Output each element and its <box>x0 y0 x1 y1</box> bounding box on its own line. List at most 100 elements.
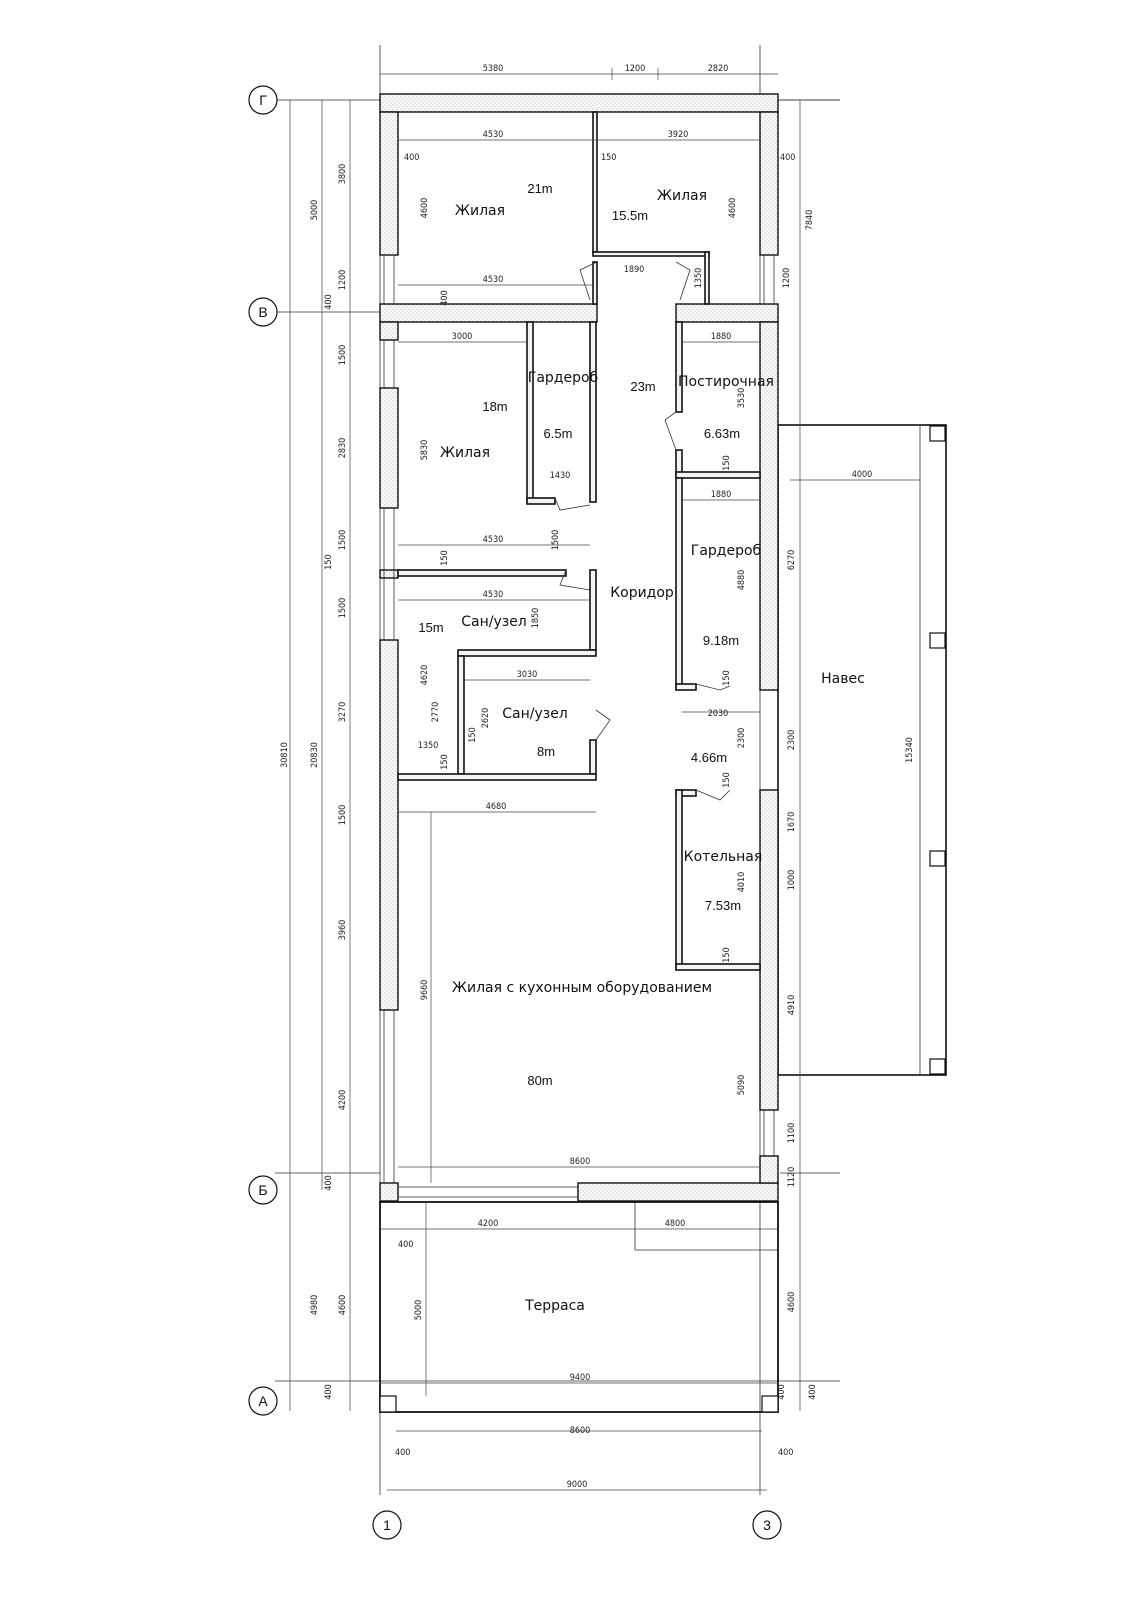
dim-150-a: 150 <box>601 153 616 163</box>
dim-left-5000: 5000 <box>310 200 320 221</box>
dim-left-1500-c: 1500 <box>338 598 348 619</box>
left-dimensions: 3800 5000 1200 400 1500 2830 1500 150 15… <box>280 100 351 1411</box>
dim-5090: 5090 <box>737 1075 747 1096</box>
dim-400-a: 400 <box>404 153 419 163</box>
dim-right-1100: 1100 <box>787 1123 797 1144</box>
dim-5830: 5830 <box>420 440 430 461</box>
dim-1880-b: 1880 <box>711 490 732 500</box>
dim-left-400-a: 400 <box>324 294 334 309</box>
dim-canopy-width: 4000 <box>852 470 873 480</box>
dim-150-g: 150 <box>722 772 732 787</box>
canopy-column <box>929 425 946 442</box>
dim-left-1500-a: 1500 <box>338 345 348 366</box>
dim-top-1200: 1200 <box>625 64 646 74</box>
room-living-1-area: 21m <box>527 181 552 196</box>
axis-marker-g: Г <box>248 85 278 115</box>
axis-marker-b: Б <box>248 1175 278 1205</box>
dim-1430: 1430 <box>550 471 571 481</box>
room-boiler-name: Котельная <box>684 849 763 865</box>
dim-9000: 9000 <box>567 1480 588 1490</box>
dim-left-1200: 1200 <box>338 270 348 291</box>
dim-left-150: 150 <box>324 554 334 569</box>
dim-5000: 5000 <box>414 1300 424 1321</box>
room-wardrobe-1-area: 6.5m <box>544 426 573 441</box>
room-boiler-area: 7.53m <box>705 898 741 913</box>
axis-label-3: 3 <box>763 1517 771 1533</box>
terrace-outline <box>379 1201 779 1413</box>
dim-right-1670: 1670 <box>787 812 797 833</box>
dim-right-1120: 1120 <box>787 1167 797 1188</box>
windows <box>383 255 775 1198</box>
dim-4880: 4880 <box>737 570 747 591</box>
room-living-3-name: Жилая <box>440 445 490 461</box>
dim-4620: 4620 <box>420 665 430 686</box>
canopy-column <box>929 632 946 649</box>
dim-150-d: 150 <box>722 670 732 685</box>
right-dimensions: 7840 1200 6270 2300 1670 1000 4910 1100 … <box>777 100 815 1411</box>
interior-walls <box>397 111 761 971</box>
dim-1500-in: 1500 <box>551 530 561 551</box>
room-wardrobe-2-name: Гардероб <box>691 543 761 559</box>
interior-dimensions: 3000 1880 3530 5830 1430 150 1880 4530 1… <box>398 332 760 1183</box>
room-wardrobe-2-area: 9.18m <box>703 633 739 648</box>
room-hall-area: 23m <box>630 379 655 394</box>
exterior-walls <box>379 93 779 1202</box>
dim-8600-b: 8600 <box>570 1426 591 1436</box>
dim-8600-a: 8600 <box>570 1157 591 1167</box>
dim-1850: 1850 <box>531 608 541 629</box>
dim-left-2830: 2830 <box>338 438 348 459</box>
dim-4680: 4680 <box>486 802 507 812</box>
dim-right-4910: 4910 <box>787 995 797 1016</box>
dim-150-e: 150 <box>468 727 478 742</box>
dim-right-6270: 6270 <box>787 550 797 571</box>
dim-1350: 1350 <box>694 268 704 289</box>
dim-left-3800: 3800 <box>338 164 348 185</box>
axis-marker-3: 3 <box>752 1510 782 1540</box>
dim-left-20830: 20830 <box>310 742 320 768</box>
dim-left-1500-d: 1500 <box>338 805 348 826</box>
room-bath-1-area: 15m <box>418 620 443 635</box>
dim-150-h: 150 <box>722 947 732 962</box>
dim-room2-width: 3920 <box>668 130 689 140</box>
dim-4600-b: 4600 <box>728 198 738 219</box>
dim-left-4600: 4600 <box>338 1295 348 1316</box>
dim-9660: 9660 <box>420 980 430 1001</box>
dim-4010: 4010 <box>737 872 747 893</box>
axis-marker-v: В <box>248 297 278 327</box>
dim-400-b: 400 <box>780 153 795 163</box>
dim-right-1000: 1000 <box>787 870 797 891</box>
dim-top-5380: 5380 <box>483 64 504 74</box>
axis-grid-lines <box>275 45 840 1495</box>
room-kitchen-area: 80m <box>527 1073 552 1088</box>
dim-left-3270: 3270 <box>338 702 348 723</box>
room-living-1-name: Жилая <box>455 203 505 219</box>
terrace-label: Терраса <box>524 1298 585 1314</box>
canopy-column <box>929 1058 946 1075</box>
dim-3000: 3000 <box>452 332 473 342</box>
dim-left-4980: 4980 <box>310 1295 320 1316</box>
axis-marker-1: 1 <box>372 1510 402 1540</box>
axis-label-a: А <box>258 1393 268 1409</box>
dim-left-3960: 3960 <box>338 920 348 941</box>
dim-right-1200: 1200 <box>782 268 792 289</box>
dim-2030: 2030 <box>708 709 729 719</box>
dim-1350-b: 1350 <box>418 741 439 751</box>
dim-9400: 9400 <box>570 1373 591 1383</box>
room-laundry-name: Постирочная <box>678 374 774 390</box>
dim-canopy-length: 15340 <box>905 737 915 763</box>
dim-left-1500-b: 1500 <box>338 530 348 551</box>
dim-left-4200: 4200 <box>338 1090 348 1111</box>
dim-3030: 3030 <box>517 670 538 680</box>
terrace-column <box>761 1395 779 1413</box>
dim-4530-b: 4530 <box>483 275 504 285</box>
room-labels: Жилая 21m Жилая 15.5m 18m Жилая Гардероб… <box>418 181 864 1314</box>
dim-400-e: 400 <box>398 1240 413 1250</box>
canopy-structure: 4000 15340 <box>777 424 947 1076</box>
top-dimensions: 5380 1200 2820 4530 3920 400 150 400 460… <box>380 64 795 306</box>
axis-label-v: В <box>258 304 267 320</box>
room-bath-2-name: Сан/узел <box>502 706 568 722</box>
room-bath-1-name: Сан/узел <box>461 614 527 630</box>
axis-label-g: Г <box>259 92 267 108</box>
dim-right-400: 400 <box>777 1384 787 1399</box>
